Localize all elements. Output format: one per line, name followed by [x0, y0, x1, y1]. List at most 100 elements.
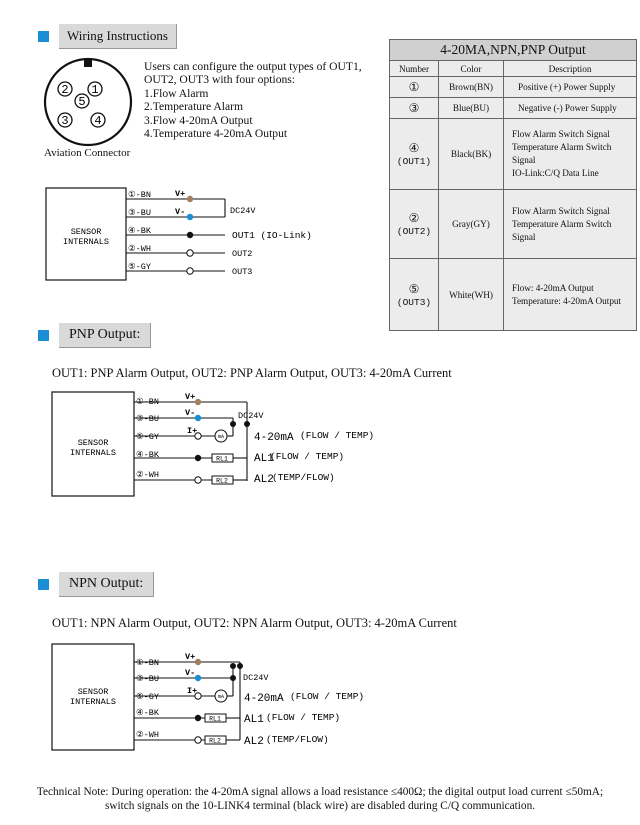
- table-row: ① Brown(BN) Positive (+) Power Supply: [389, 76, 637, 98]
- white-node-icon: [194, 736, 202, 744]
- sensor-box: [51, 391, 135, 497]
- row-color: Black(BK): [438, 118, 504, 190]
- technical-note-line: switch signals on the 10-LINK4 terminal …: [104, 800, 536, 812]
- rl1-label: RL1: [216, 456, 228, 463]
- options-line: 3.Flow 4-20mA Output: [144, 113, 253, 127]
- row-description: IO-Link:C/Q Data Line: [512, 168, 599, 178]
- label-al2-sub: (TEMP/FLOW): [272, 472, 335, 483]
- connector-caption: Aviation Connector: [44, 147, 131, 159]
- wire-label-gy: ⑤-GY: [136, 692, 159, 702]
- sensor-box: [45, 187, 127, 281]
- sensor-box-label-1: SENSOR: [78, 438, 109, 448]
- sensor-box-label-1: SENSOR: [78, 687, 109, 697]
- blue-node-icon: [186, 213, 194, 221]
- pnp-heading: PNP Output:: [38, 323, 152, 348]
- npn-diagram: SENSOR INTERNALS mA RL1 RL2 ①-BN ③-BU ⑤-…: [51, 643, 364, 751]
- ammeter-label: mA: [218, 694, 224, 700]
- row-description: Temperature Alarm Switch Signal: [512, 142, 612, 165]
- table-row: ④(OUT1) Black(BK) Flow Alarm Switch Sign…: [389, 118, 637, 190]
- wiring-heading-label: Wiring Instructions: [59, 24, 177, 49]
- wiring-diagram: SENSOR INTERNALS ①-BN ③-BU ④-BK ②-WH ⑤-G…: [45, 187, 312, 281]
- out2-label: OUT2: [232, 249, 252, 259]
- options-line: OUT2, OUT3 with four options:: [144, 73, 296, 87]
- label-al2: AL2: [254, 474, 274, 486]
- out1-label: OUT1 (IO-Link): [232, 230, 312, 241]
- junction-dot-icon: [244, 421, 250, 427]
- relay-rl1-icon: [211, 453, 234, 463]
- junction-dot-icon: [230, 421, 236, 427]
- rl2-label: RL2: [209, 738, 221, 745]
- wire-label-gy: ⑤-GY: [136, 432, 159, 442]
- wire-label-bu: ③-BU: [136, 414, 159, 424]
- wiring-heading: Wiring Instructions: [38, 24, 177, 49]
- vminus-label: V-: [185, 408, 195, 418]
- black-node-icon: [194, 454, 202, 462]
- white-node-icon: [186, 249, 194, 257]
- wire-label-bk: ④-BK: [136, 450, 160, 460]
- options-line: 2.Temperature Alarm: [144, 100, 243, 114]
- row-description: Positive (+) Power Supply: [503, 76, 637, 98]
- sensor-box: [51, 643, 135, 751]
- pin-4-label: 4: [94, 114, 101, 128]
- rl2-label: RL2: [216, 478, 228, 485]
- technical-note-line: Technical Note: During operation: the 4-…: [36, 786, 604, 798]
- relay-rl2-icon: [211, 475, 234, 485]
- gray-node-icon: [186, 267, 194, 275]
- sensor-box-label-2: INTERNALS: [63, 237, 109, 247]
- row-description: Flow Alarm Switch Signal: [512, 129, 610, 139]
- rl1-label: RL1: [209, 716, 221, 723]
- label-al1: AL1: [254, 453, 274, 465]
- pnp-caption: OUT1: PNP Alarm Output, OUT2: PNP Alarm …: [52, 366, 452, 380]
- options-line: 4.Temperature 4-20mA Output: [144, 127, 288, 141]
- pin-1-label: 1: [91, 83, 98, 97]
- pin-2-label: 2: [61, 83, 68, 97]
- wire-label-bk: ④-BK: [136, 708, 160, 718]
- spec-table: 4-20MA,NPN,PNP Output Number Color Descr…: [389, 39, 637, 331]
- ammeter-icon: [214, 429, 228, 443]
- wire-label-bn: ①-BN: [128, 190, 151, 200]
- label-al1: AL1: [244, 714, 264, 726]
- label-al2-sub: (TEMP/FLOW): [266, 734, 329, 745]
- ammeter-icon: [214, 689, 228, 703]
- table-header-color: Color: [438, 60, 504, 77]
- pin-5-label: 5: [78, 95, 85, 109]
- junction-dot-icon: [237, 663, 243, 669]
- section-marker-icon: [38, 31, 49, 42]
- row-number: ③: [389, 97, 439, 119]
- row-out-label: (OUT3): [396, 296, 432, 308]
- row-out-label: (OUT1): [396, 156, 432, 167]
- wire-label-gy: ⑤-GY: [128, 262, 151, 272]
- brown-node-icon: [186, 195, 194, 203]
- gray-node-icon: [194, 432, 202, 440]
- table-row: ⑤(OUT3) White(WH) Flow: 4-20mA Output Te…: [389, 258, 637, 331]
- wire-label-bn: ①-BN: [136, 658, 159, 668]
- options-line: Users can configure the output types of …: [144, 60, 362, 73]
- vplus-label: V+: [175, 189, 185, 199]
- row-number: ④: [408, 141, 420, 155]
- iplus-label: I+: [187, 426, 197, 436]
- black-node-icon: [194, 714, 202, 722]
- table-row: ③ Blue(BU) Negative (-) Power Supply: [389, 97, 637, 119]
- vminus-label: V-: [185, 668, 195, 678]
- gray-node-icon: [194, 692, 202, 700]
- row-color: White(WH): [438, 258, 504, 331]
- vplus-label: V+: [185, 392, 195, 402]
- table-header-number: Number: [389, 60, 439, 77]
- row-description: Temperature: 4-20mA Output: [512, 295, 622, 306]
- row-out-label: (OUT2): [396, 226, 432, 237]
- label-al2: AL2: [244, 736, 264, 748]
- row-description: Flow: 4-20mA Output: [512, 282, 594, 293]
- aviation-connector-icon: 2 1 5 3 4: [43, 57, 133, 147]
- section-marker-icon: [38, 330, 49, 341]
- wire-label-bu: ③-BU: [128, 208, 151, 218]
- row-color: Brown(BN): [438, 76, 504, 98]
- vminus-label: V-: [175, 207, 185, 217]
- white-node-icon: [194, 476, 202, 484]
- relay-rl1-icon: [204, 713, 227, 723]
- npn-heading-label: NPN Output:: [59, 572, 155, 597]
- brown-node-icon: [194, 658, 202, 666]
- iplus-label: I+: [187, 686, 197, 696]
- pin-3-label: 3: [61, 114, 68, 128]
- label-4-20ma-sub: (FLOW / TEMP): [300, 430, 374, 441]
- sensor-box-label-1: SENSOR: [71, 227, 102, 237]
